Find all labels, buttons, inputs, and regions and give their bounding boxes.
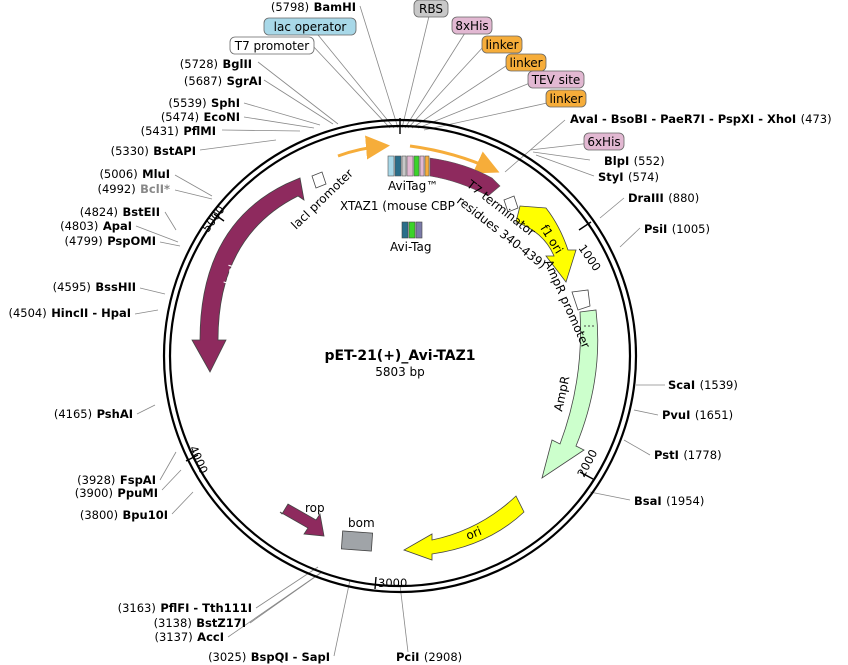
svg-text:T7 promoter: T7 promoter	[234, 39, 310, 53]
site-bpu10i: (3800) Bpu10I	[80, 506, 168, 523]
svg-text:linker: linker	[549, 92, 582, 106]
ori-label: ori	[464, 524, 484, 543]
site-scai: ScaI (1539)	[668, 376, 738, 393]
site-blpi: BlpI (552)	[604, 152, 665, 169]
site-psti: PstI (1778)	[654, 446, 722, 463]
tag-8xhis: 8xHis	[451, 16, 493, 35]
t7-promoter-box	[394, 155, 402, 177]
taz1-label-line1: XTAZ1 (mouse CBP	[340, 199, 455, 213]
ori-arrow	[403, 495, 525, 561]
bom-label: bom	[348, 516, 375, 530]
svg-text:8xHis: 8xHis	[455, 19, 488, 33]
site-bspqi-sapi: (3025) BspQI - SapI	[208, 648, 330, 665]
site-bamhi: (5798) BamHI	[271, 0, 356, 15]
taz1-arrow	[429, 157, 501, 197]
site-styi: StyI (574)	[598, 168, 659, 185]
svg-text:RBS: RBS	[419, 2, 443, 16]
ampr-promoter-arrow	[571, 289, 591, 311]
site-apai: (4803) ApaI	[60, 217, 132, 234]
avi-tag-legend-label: Avi-Tag	[390, 240, 431, 254]
rbs-box	[401, 155, 407, 177]
tag-linker-2: linker	[505, 53, 547, 72]
rop-label: rop	[305, 501, 325, 515]
site-bstz17i: (3138) BstZ17I	[154, 614, 246, 631]
site-pcii: PciI (2908)	[396, 648, 462, 665]
bom-box	[340, 530, 374, 552]
f1-ori-arrow	[515, 205, 577, 283]
svg-text:TEV site: TEV site	[531, 73, 581, 87]
tag-linker-3: linker	[545, 89, 587, 108]
site-bsteii: (4824) BstEII	[80, 203, 160, 220]
avi-tag-legend-box-3	[415, 221, 423, 239]
site-pshai: (4165) PshAI	[54, 405, 133, 422]
site-bcli: (4992) BclI*	[97, 180, 170, 197]
lac-operator-box	[387, 155, 395, 177]
laci-label: lacI	[221, 263, 240, 287]
tick-marks	[185, 118, 594, 590]
avi-tag-legend-box-2	[408, 221, 416, 239]
plasmid-size: 5803 bp	[375, 365, 425, 379]
tev-box	[419, 155, 425, 177]
site-fspai: (3928) FspAI	[77, 471, 156, 488]
site-pflfi-tth111i: (3163) PflFI - Tth111I	[118, 599, 252, 616]
leader-lines	[134, 5, 665, 657]
svg-text:6xHis: 6xHis	[587, 135, 620, 149]
rop-arrow	[279, 503, 325, 537]
insert-arrow-right	[409, 144, 500, 174]
laci-promoter-arrow	[311, 171, 327, 189]
svg-text:linker: linker	[509, 56, 542, 70]
tag-linker-1: linker	[481, 35, 523, 54]
site-mlui: (5006) MluI	[99, 165, 170, 182]
avi-tag-legend-box-1	[401, 221, 409, 239]
site-acci: (3137) AccI	[154, 628, 224, 645]
tag-6xhis: 6xHis	[583, 132, 625, 151]
plasmid-name: pET-21(+)_Avi-TAZ1	[324, 348, 475, 364]
laci-arrow	[191, 177, 305, 373]
site-pflmi: (5431) PflMI	[141, 122, 216, 139]
svg-text:lac operator: lac operator	[274, 20, 347, 34]
linker-box	[424, 155, 430, 177]
site-bsshii: (4595) BssHII	[53, 278, 136, 295]
ampr-label: AmpR	[551, 375, 572, 413]
t7-terminator-arrow	[503, 195, 519, 213]
avitag-box	[413, 155, 420, 177]
tag-tev-site: TEV site	[527, 70, 585, 89]
site-bsai: BsaI (1954)	[634, 492, 704, 509]
site-pspomi: (4799) PspOMI	[64, 232, 156, 249]
ampr-arrow	[541, 309, 599, 479]
site-sgrai: (5687) SgrAI	[184, 72, 262, 89]
tag-lac-operator: lac operator	[263, 17, 357, 36]
svg-text:linker: linker	[485, 38, 518, 52]
site-bstapi: (5330) BstAPI	[111, 142, 196, 159]
sites-right: AvaI - BsoBI - PaeR7I - PspXI - XhoI (47…	[396, 110, 832, 665]
site-ppumi: (3900) PpuMI	[75, 484, 158, 501]
tag-rbs: RBS	[413, 0, 449, 18]
site-pvui: PvuI (1651)	[662, 406, 733, 423]
site-sphi: (5539) SphI	[168, 94, 240, 111]
tick-label-3000: 3000	[378, 576, 407, 590]
his8-box	[406, 155, 414, 177]
avitag-label: AviTag™	[388, 179, 438, 193]
site-xhoi-group: AvaI - BsoBI - PaeR7I - PspXI - XhoI (47…	[570, 110, 832, 127]
site-econi: (5474) EcoNI	[161, 108, 240, 125]
site-draiii: DraIII (880)	[628, 189, 699, 206]
site-hincii-hpai: (4504) HincII - HpaI	[8, 304, 131, 321]
sites-left: (5798) BamHI (5728) BglII (5687) SgrAI (…	[8, 0, 356, 665]
tag-t7-promoter: T7 promoter	[229, 36, 315, 55]
insert-arrow-left	[337, 135, 390, 160]
tick-label-1000: 1000	[576, 242, 604, 274]
site-psii: PsiI (1005)	[644, 220, 710, 237]
site-bglii: (5728) BglII	[180, 55, 252, 72]
